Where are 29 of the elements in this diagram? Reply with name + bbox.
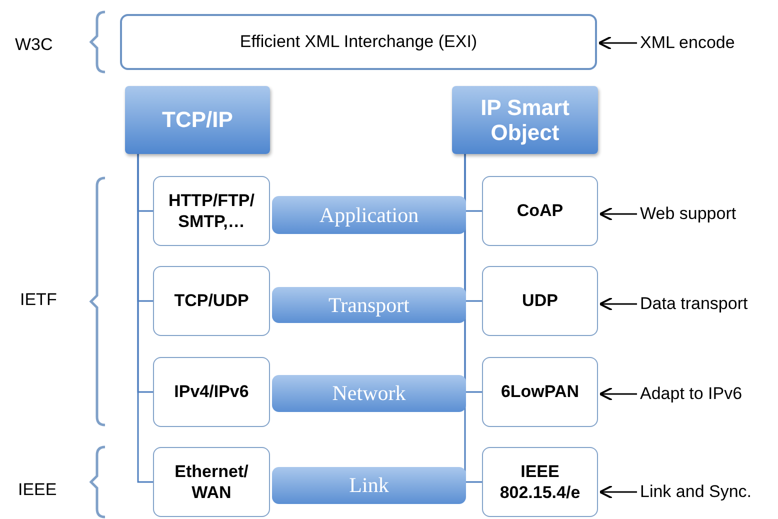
annotation-text: Data transport bbox=[640, 293, 775, 315]
protocol-box: CoAP bbox=[482, 176, 598, 246]
arrow bbox=[598, 297, 637, 311]
layer-band: Link bbox=[272, 467, 466, 504]
annotation-text: Web support bbox=[640, 203, 775, 225]
stack-header: TCP/IP bbox=[125, 86, 270, 154]
protocol-box: HTTP/FTP/ SMTP,… bbox=[153, 176, 270, 246]
protocol-box: 6LowPAN bbox=[482, 357, 598, 427]
protocol-box: IEEE 802.15.4/e bbox=[482, 447, 598, 517]
layer-band: Network bbox=[272, 375, 466, 412]
layer-band: Application bbox=[272, 196, 466, 234]
annotation-text: XML encode bbox=[640, 32, 775, 54]
protocol-box: TCP/UDP bbox=[153, 266, 270, 336]
protocol-box: Ethernet/ WAN bbox=[153, 447, 270, 517]
arrow bbox=[598, 36, 637, 50]
group-label: W3C bbox=[15, 35, 53, 55]
encoding-box: Efficient XML Interchange (EXI) bbox=[120, 14, 597, 70]
arrow bbox=[598, 485, 637, 499]
protocol-box: UDP bbox=[482, 266, 598, 336]
layer-band: Transport bbox=[272, 287, 466, 323]
connector-line bbox=[137, 154, 153, 483]
protocol-box: IPv4/IPv6 bbox=[153, 357, 270, 427]
arrow bbox=[598, 207, 637, 221]
group-label: IETF bbox=[20, 290, 57, 310]
group-label: IEEE bbox=[18, 480, 57, 500]
annotation-text: Adapt to IPv6 bbox=[640, 383, 775, 405]
annotation-text: Link and Sync. bbox=[640, 481, 775, 503]
arrow bbox=[598, 387, 637, 401]
stack-header: IP Smart Object bbox=[452, 86, 598, 154]
